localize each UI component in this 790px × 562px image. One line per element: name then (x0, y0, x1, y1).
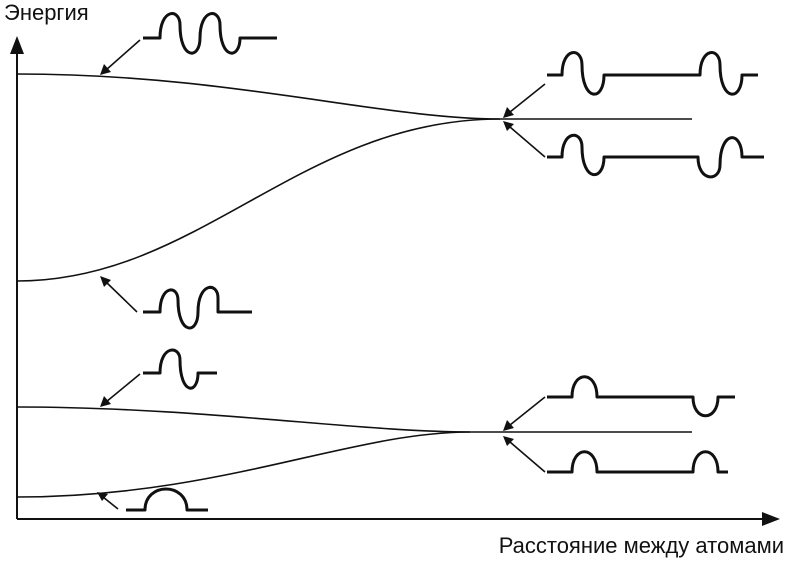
y-axis-arrow (10, 36, 24, 54)
lower-bonding-curve (16, 431, 471, 498)
arrow-lower-left-bottom (97, 492, 119, 510)
arrow-upper-right-bottom (503, 121, 546, 158)
arrow-upper-left-bottom (100, 276, 138, 313)
arrow-lower-right-bottom (503, 436, 546, 473)
arrow-lower-right-top (503, 396, 546, 431)
upper-antibonding-curve (16, 73, 692, 120)
wavefunction-upper-left-top (143, 12, 277, 55)
wavefunction-upper-right-top (547, 51, 758, 96)
wavefunction-upper-right-bottom (547, 134, 764, 179)
wavefunction-lower-right-bottom (547, 450, 728, 474)
arrow-upper-right-top (503, 83, 546, 118)
y-axis-label: Энергия (4, 0, 89, 25)
x-axis-label: Расстояние между атомами (498, 533, 784, 558)
arrow-upper-left-top (100, 39, 141, 75)
wavefunction-lower-left-top (143, 348, 217, 390)
upper-bonding-curve (16, 118, 501, 282)
wavefunction-upper-left-bottom (143, 285, 252, 330)
x-axis-arrow (762, 512, 780, 526)
wavefunction-lower-left-bottom (126, 487, 208, 512)
arrow-lower-left-top (100, 373, 141, 407)
wavefunction-lower-right-top (547, 375, 735, 418)
lower-antibonding-curve (16, 406, 692, 433)
